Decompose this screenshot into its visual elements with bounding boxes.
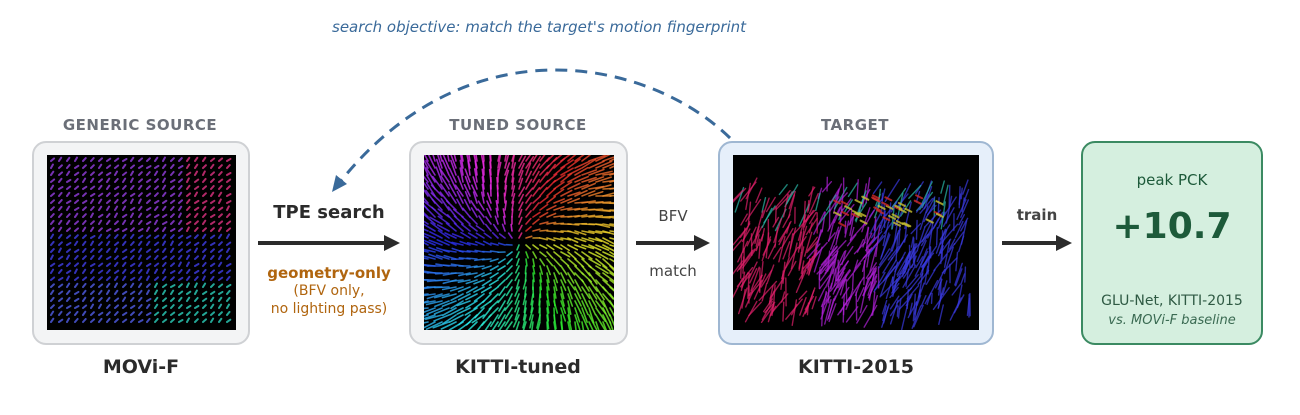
search-arrow-label: TPE search (273, 202, 385, 223)
search-note-title: geometry-only (267, 264, 391, 282)
result-title: peak PCK (1136, 171, 1208, 189)
tuned-flow-image (424, 155, 614, 330)
search-note-line1: (BFV only, (293, 283, 365, 299)
match-arrow (636, 235, 710, 251)
target-header: TARGET (820, 116, 890, 134)
target-flow-image (733, 155, 979, 330)
search-note-line2: no lighting pass) (270, 301, 388, 317)
train-arrow (1002, 235, 1072, 251)
result-note: vs. MOVi-F baseline (1108, 313, 1236, 328)
match-arrow-label-bottom: match (649, 262, 697, 280)
result-subtitle: GLU-Net, KITTI-2015 (1101, 293, 1243, 309)
tuned-source-header: TUNED SOURCE (449, 116, 587, 134)
generic-source-header: GENERIC SOURCE (62, 116, 218, 134)
result-panel (1081, 141, 1263, 345)
result-value: +10.7 (1112, 206, 1232, 247)
train-arrow-label: train (1016, 206, 1058, 224)
tuned-source-caption: KITTI-tuned (455, 356, 581, 378)
match-arrow-label-top: BFV (658, 207, 688, 225)
generic-source-caption: MOVi-F (102, 356, 180, 378)
search-arrow (258, 235, 400, 251)
feedback-label: search objective: match the target's mot… (332, 18, 747, 36)
target-caption: KITTI-2015 (798, 356, 914, 378)
generic-flow-image (47, 155, 236, 330)
